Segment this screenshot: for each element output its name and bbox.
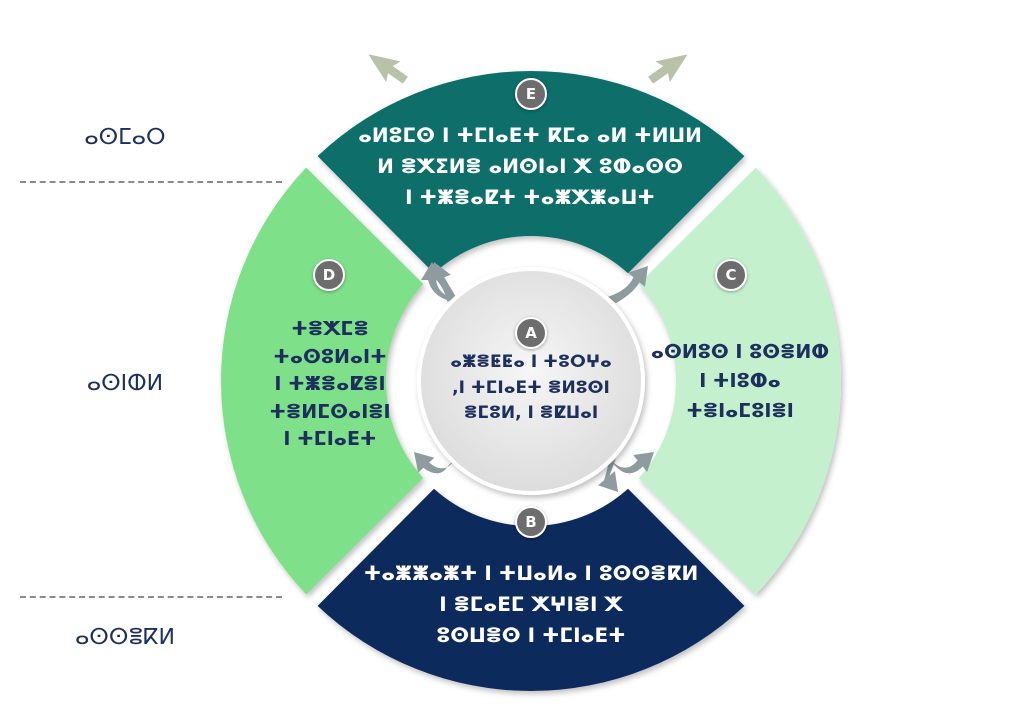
- arrow-to-e-right-icon: [608, 266, 648, 304]
- arrow-to-b-right-icon: [598, 458, 618, 492]
- side-label-bottom: ⴰⵙⵙⴻⴽⵍ: [75, 625, 175, 650]
- segment-e: [317, 71, 745, 274]
- segment-c-text: ⴰⵙⵍⵓⵙ ⵏ ⵓⵙⴻⵍⵀ ⵏ ⵜⵏⵓⵀⴰ ⵜⴻⵏⴰⵎⵓⵏⴻⵏ: [650, 341, 830, 422]
- segment-b-text: ⵜⴰⵥⵥⴰⵥⵜ ⵏ ⵜⵡⴰⵍⴰ ⵏ ⵓⵙⵙⴻⴽⵍ ⵏ ⴻⵎⴰⴹⵎ ⵅⵖⵏⴻⵏ ⵅ…: [363, 561, 699, 647]
- segment-d: [220, 167, 424, 595]
- badge-e: E: [515, 78, 547, 110]
- side-label-top: ⴰⵙⵎⴰⵔ: [84, 125, 166, 150]
- divider-bottom: [20, 596, 282, 598]
- segment-c: [638, 167, 841, 595]
- arrow-to-b-left-icon: [414, 452, 456, 474]
- segment-e-text: ⴰⵍⵓⵎⵙ ⵏ ⵜⵎⵏⴰⴹⵜ ⴽⵎⴰ ⴰⵍ ⵜⵍⵡⵍ ⵍ ⴻⵅⵉⵍⴻ ⴰⵍⵙⵏⴰ…: [358, 123, 702, 209]
- arrow-outer-right-icon: [646, 51, 691, 87]
- center-hub: [417, 267, 645, 495]
- badge-d: D: [313, 259, 345, 291]
- arrow-to-c-icon: [608, 452, 654, 474]
- center-text: ⴰⵥⴻⵟⵟⴰ ⵏ ⵜⵓⵔⵖⴰ ,ⵏ ⵜⵎⵏⴰⴹⵜ ⴻⵍⵓⵙⵏ ⴻⵎⵓⵍ, ⵏ ⴻ…: [450, 352, 612, 423]
- divider-top: [20, 181, 282, 183]
- side-label-middle: ⴰⵙⵏⵀⵍ: [86, 371, 164, 396]
- arrow-outer-left-icon: [365, 51, 410, 87]
- segment-d-text: ⵜⴻⵅⵎⴻ ⵜⴰⵙⵓⵍⴰⵏⵜ ⵏ ⵜⵥⴻⴰⵇⴻⵏ ⵜⴻⵍⵎⵙⴰⵏⴻⵏ ⵏ ⵜⵎⵏ…: [269, 318, 391, 451]
- badge-b: B: [515, 506, 547, 538]
- badge-a: A: [515, 317, 547, 349]
- arrow-to-d-icon: [421, 262, 457, 300]
- badge-c: C: [715, 259, 747, 291]
- segment-b: [317, 488, 745, 691]
